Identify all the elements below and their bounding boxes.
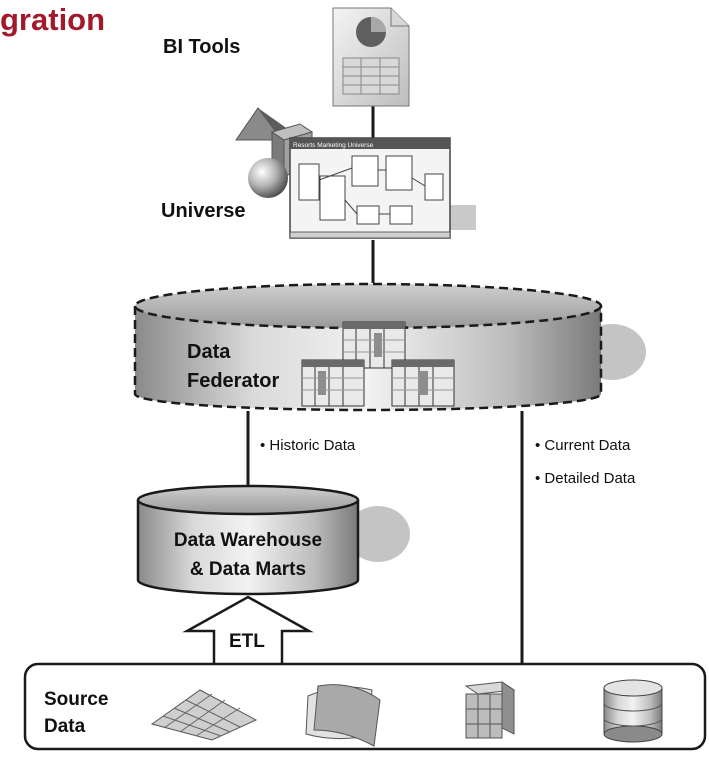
universe-window-title: Resorts Marketing Universe [293, 142, 374, 149]
report-icon [332, 7, 410, 107]
warehouse-line2: & Data Marts [189, 559, 307, 580]
warehouse-label: Data Warehouse & Data Marts [138, 526, 358, 584]
federator-cylinder [133, 282, 646, 412]
etl-label: ETL [229, 631, 265, 652]
data-federator-label: Data Federator [187, 338, 279, 396]
warehouse-cylinder [136, 484, 410, 596]
database-icon [603, 679, 663, 743]
detailed-data-note: • Detailed Data [535, 470, 636, 487]
table-stack-icon [301, 321, 455, 407]
source-line1: Source [44, 689, 109, 710]
curved-sheets-icon [305, 684, 381, 747]
universe-label: Universe [161, 200, 246, 222]
data-federator-line1: Data [187, 341, 231, 363]
source-line2: Data [44, 716, 86, 737]
warehouse-line1: Data Warehouse [173, 530, 323, 551]
historic-data-note: • Historic Data [260, 437, 356, 454]
cube-icon [464, 681, 516, 739]
data-federator-line2: Federator [187, 370, 280, 392]
current-data-note: • Current Data [535, 437, 631, 454]
grid-surface-icon [150, 689, 258, 741]
page-title: gration [0, 2, 106, 37]
universe-window-icon: Resorts Marketing Universe [289, 137, 476, 239]
etl-arrow [182, 595, 314, 664]
pie-chart-icon [356, 17, 386, 47]
source-data-label: Source Data [44, 686, 108, 740]
bi-tools-label: BI Tools [163, 36, 241, 58]
